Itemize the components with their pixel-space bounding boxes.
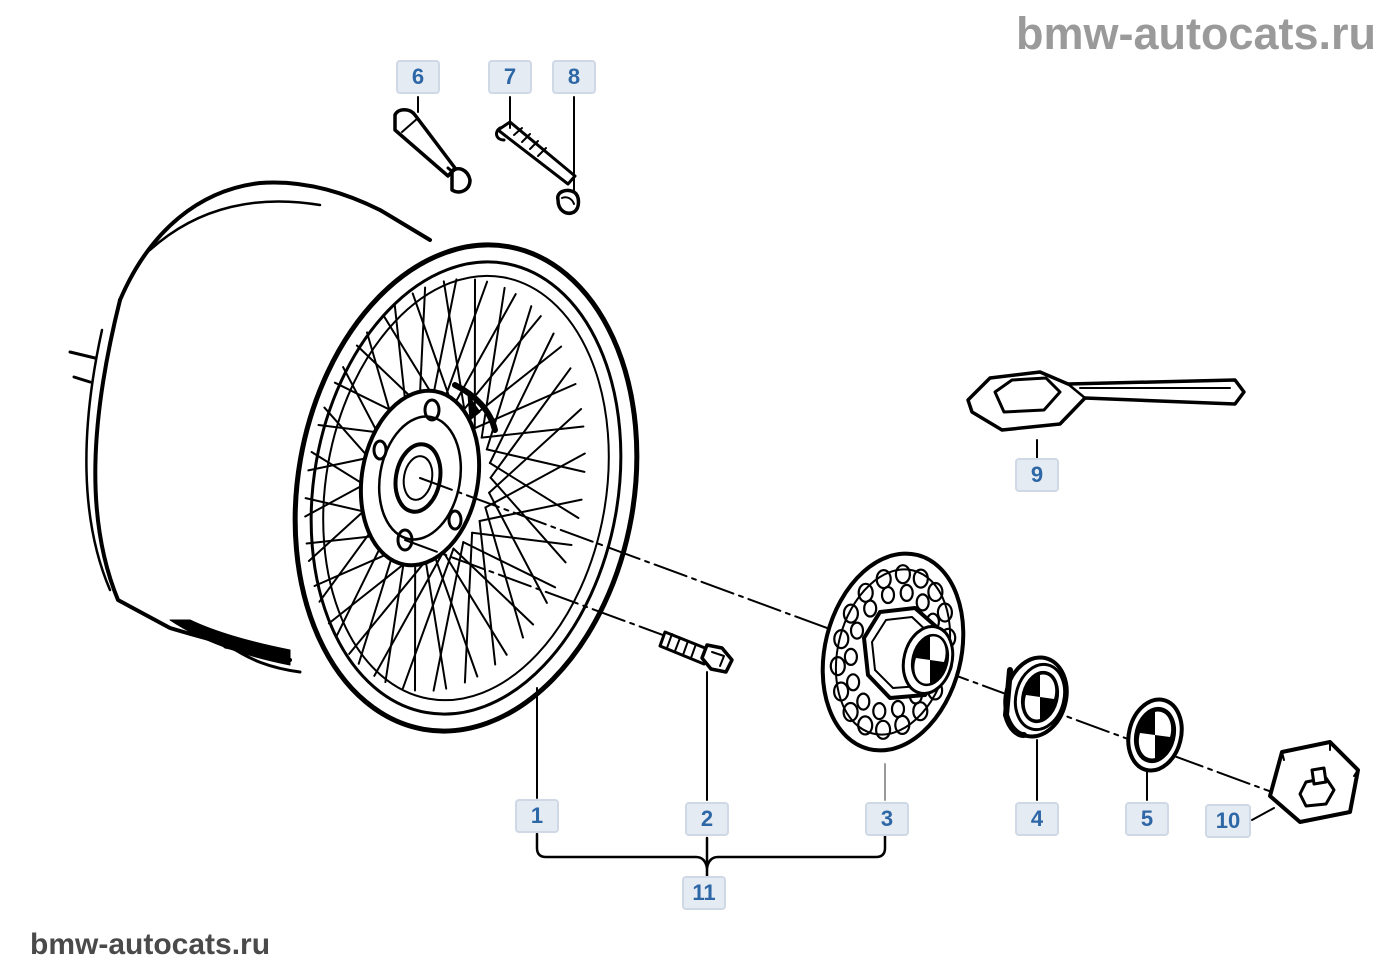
cap-cell — [842, 603, 860, 624]
callout-7[interactable]: 7 — [488, 60, 532, 94]
cap-cell — [842, 701, 859, 723]
mesh-spoke — [484, 452, 586, 509]
cap-cell — [915, 593, 930, 612]
mesh-spoke — [401, 547, 455, 690]
mesh-spoke — [488, 332, 555, 464]
wheel-mesh — [304, 278, 586, 692]
callout-6[interactable]: 6 — [396, 60, 440, 94]
cap-cell — [899, 583, 914, 603]
mesh-spoke — [480, 425, 585, 439]
mesh-spoke — [488, 408, 583, 494]
cap-cell — [912, 568, 929, 589]
callout-11[interactable]: 11 — [682, 876, 726, 910]
emblem-cap — [1003, 655, 1069, 739]
cap-cell — [833, 628, 850, 650]
mesh-spoke — [463, 531, 474, 684]
cap-cell — [890, 699, 906, 719]
mesh-spoke — [488, 491, 548, 604]
cap-cell — [894, 564, 912, 585]
cap-cell — [856, 692, 871, 711]
callout-4[interactable]: 4 — [1015, 802, 1059, 836]
cap-cell — [863, 599, 878, 618]
cap-cell — [880, 585, 896, 605]
bmw-roundel — [1133, 706, 1177, 764]
emblem-badge — [1126, 697, 1184, 773]
mesh-spoke — [488, 462, 580, 519]
callout-3[interactable]: 3 — [865, 802, 909, 836]
mesh-spoke — [442, 280, 468, 423]
cap-cell — [874, 719, 892, 740]
cap-cell — [872, 701, 887, 721]
cap-cell — [849, 621, 865, 640]
wheel-bolt — [658, 630, 734, 674]
callout-2[interactable]: 2 — [685, 802, 729, 836]
cap-cell — [829, 655, 846, 677]
bmw-roundel — [1020, 670, 1060, 724]
callout-9[interactable]: 9 — [1015, 458, 1059, 492]
valve-stem — [393, 108, 472, 194]
mesh-spoke — [373, 550, 445, 677]
cap-cell — [843, 647, 859, 667]
mesh-spoke — [348, 550, 435, 655]
callout-1[interactable]: 1 — [515, 799, 559, 833]
mesh-spoke — [422, 547, 448, 690]
mesh-spoke — [484, 506, 524, 639]
valve-cap — [556, 188, 581, 215]
mesh-spoke — [489, 476, 567, 564]
cap-cell — [845, 673, 861, 692]
valve-insert — [495, 120, 577, 186]
bmw-roundel — [910, 633, 950, 687]
mesh-spoke — [478, 520, 497, 666]
mesh-spoke — [452, 547, 535, 626]
cap-cell — [857, 715, 874, 736]
mesh-spoke — [485, 448, 586, 473]
callout-8[interactable]: 8 — [552, 60, 596, 94]
cap-wrench — [966, 370, 1246, 432]
callout-10[interactable]: 10 — [1205, 804, 1251, 838]
mesh-spoke — [445, 293, 517, 420]
wheel-rim — [68, 180, 640, 734]
mesh-spoke — [432, 550, 479, 678]
cap-cell — [927, 581, 944, 603]
mesh-spoke — [489, 367, 572, 479]
mesh-spoke — [462, 541, 557, 589]
mesh-spoke — [478, 498, 583, 522]
mesh-spoke — [432, 541, 465, 692]
callout-5[interactable]: 5 — [1125, 802, 1169, 836]
mesh-spoke — [442, 550, 508, 656]
watermark-bottom: bmw-autocats.ru — [30, 928, 271, 961]
assembly-brace — [535, 832, 887, 878]
cap-cell — [936, 602, 954, 623]
hex-nut-tool — [1268, 740, 1360, 824]
watermark-top: bmw-autocats.ru — [1015, 8, 1376, 59]
leader-lines — [417, 96, 1275, 821]
mesh-spoke — [471, 531, 573, 546]
cap-cell — [832, 681, 850, 702]
center-cap-mesh — [820, 551, 966, 753]
